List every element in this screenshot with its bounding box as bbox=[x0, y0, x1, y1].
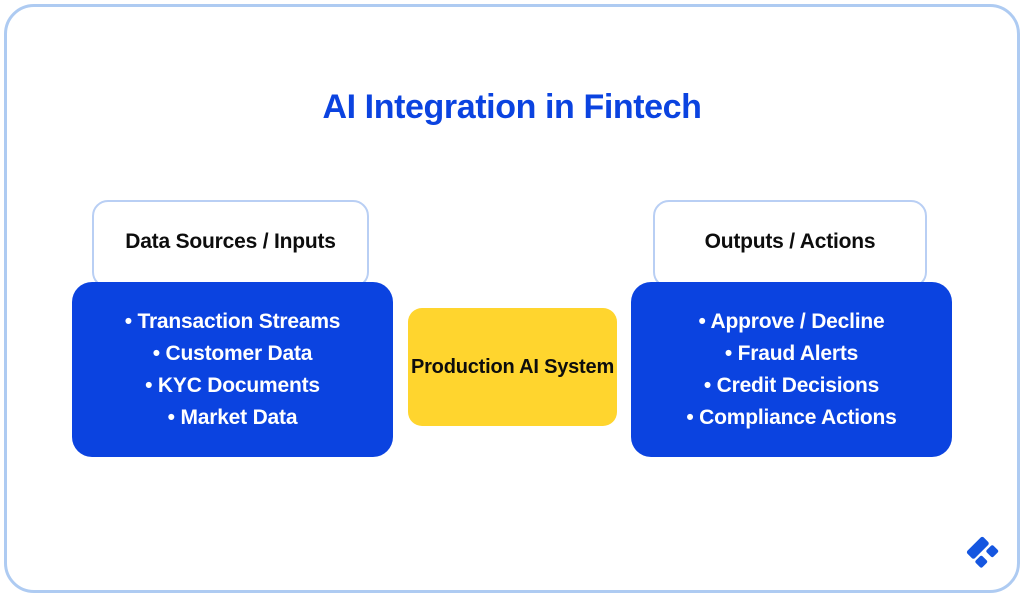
right-group-body: • Approve / Decline • Fraud Alerts • Cre… bbox=[631, 282, 952, 457]
left-group-body: • Transaction Streams • Customer Data • … bbox=[72, 282, 393, 457]
list-item: • Transaction Streams bbox=[124, 309, 341, 333]
list-item: • Fraud Alerts bbox=[724, 341, 859, 365]
page-title: AI Integration in Fintech bbox=[322, 88, 702, 126]
left-group-header: Data Sources / Inputs bbox=[92, 200, 369, 288]
right-group-header: Outputs / Actions bbox=[653, 200, 927, 288]
list-item: • Compliance Actions bbox=[686, 405, 897, 429]
list-item: • Approve / Decline bbox=[698, 309, 885, 333]
brand-logo-icon bbox=[963, 533, 1003, 573]
list-item: • Market Data bbox=[167, 405, 298, 429]
list-item: • Customer Data bbox=[152, 341, 313, 365]
center-node-production-ai-system: Production AI System bbox=[408, 308, 617, 426]
list-item: • Credit Decisions bbox=[703, 373, 880, 397]
list-item: • KYC Documents bbox=[145, 373, 320, 397]
